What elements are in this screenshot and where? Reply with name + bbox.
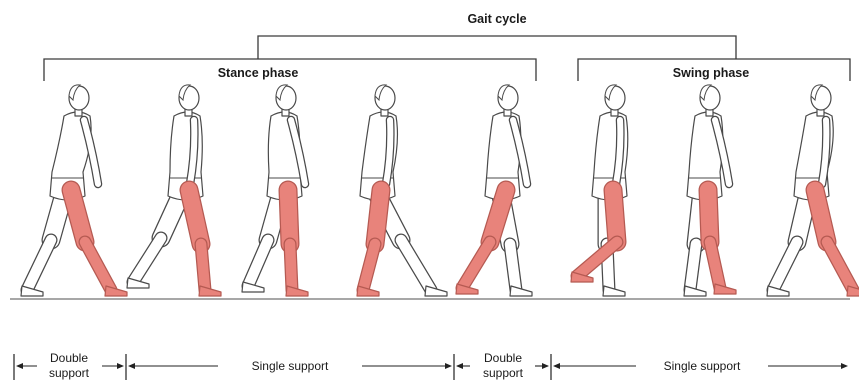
stance-phase-bracket: Stance phase <box>43 58 537 82</box>
support-leg-foot <box>20 285 44 297</box>
highlighted-leg-thigh <box>604 181 626 251</box>
arm <box>288 117 308 187</box>
support-segment-1: Double support <box>16 351 124 380</box>
arm <box>613 117 624 187</box>
support-segment-4: Single support <box>553 359 848 373</box>
support-segment-3: Double support <box>456 351 549 380</box>
highlighted-leg-foot <box>356 285 380 297</box>
support-leg-foot <box>126 277 150 289</box>
arm <box>187 117 198 187</box>
hair <box>699 84 713 102</box>
highlighted-leg-thigh <box>62 181 94 251</box>
support-leg-foot <box>509 285 533 297</box>
arm <box>712 117 732 187</box>
support-1-line2: support <box>49 366 90 380</box>
support-1-line1: Double <box>50 351 88 365</box>
arm <box>81 117 101 187</box>
highlighted-leg-foot <box>285 285 309 297</box>
highlighted-leg-thigh <box>180 181 210 253</box>
support-leg-foot <box>241 281 265 293</box>
support-timeline: Double support Single support Double sup… <box>13 351 848 380</box>
swing-phase-label: Swing phase <box>673 66 749 80</box>
highlighted-leg-thigh <box>806 181 836 251</box>
highlighted-leg-shin <box>704 236 726 294</box>
support-leg-foot <box>766 285 790 297</box>
highlighted-leg-shin <box>821 236 859 296</box>
highlighted-leg-foot <box>846 285 859 297</box>
walking-figures <box>20 84 859 297</box>
support-leg-foot <box>683 285 707 297</box>
hair <box>68 84 82 102</box>
highlighted-leg-thigh <box>699 181 719 251</box>
highlighted-leg-foot <box>198 285 222 297</box>
gait-cycle-bracket: Gait cycle <box>257 12 737 59</box>
walking-figure-5 <box>455 84 533 297</box>
highlighted-leg-foot <box>455 283 479 295</box>
support-leg-shin <box>242 234 274 292</box>
highlighted-leg-foot <box>570 271 594 283</box>
stance-phase-label: Stance phase <box>218 66 299 80</box>
hair <box>497 84 511 102</box>
walking-figure-1 <box>20 84 128 297</box>
highlighted-leg-thigh <box>481 181 515 251</box>
support-leg-shin <box>767 236 803 296</box>
highlighted-leg-shin <box>79 236 117 296</box>
highlighted-leg-shin <box>284 238 298 296</box>
arm <box>383 117 394 187</box>
support-leg-shin <box>395 234 437 296</box>
hair <box>604 84 618 102</box>
highlighted-leg-shin <box>357 238 381 296</box>
support-segment-2: Single support <box>128 359 452 373</box>
walking-figure-8 <box>766 84 859 297</box>
highlighted-leg-thigh <box>279 181 299 253</box>
support-leg-foot <box>424 285 448 297</box>
hair <box>374 84 388 102</box>
gait-cycle-title: Gait cycle <box>467 12 526 26</box>
walking-figure-6 <box>570 84 629 297</box>
support-leg-shin <box>127 232 167 288</box>
hair <box>275 84 289 102</box>
hair <box>178 84 192 102</box>
highlighted-leg-thigh <box>366 181 390 253</box>
arm <box>510 117 530 187</box>
walking-figure-7 <box>683 84 737 297</box>
highlighted-leg-shin <box>456 236 496 294</box>
highlighted-leg-foot <box>104 285 128 297</box>
support-3-line2: support <box>483 366 524 380</box>
support-4-label: Single support <box>664 359 741 373</box>
swing-phase-bracket: Swing phase <box>577 58 851 81</box>
highlighted-leg-foot <box>713 283 737 295</box>
support-leg-shin <box>684 238 702 296</box>
support-leg-foot <box>602 285 626 297</box>
walking-figure-2 <box>126 84 222 297</box>
highlighted-leg-shin <box>571 236 623 282</box>
support-2-label: Single support <box>252 359 329 373</box>
walking-figure-4 <box>356 84 448 297</box>
support-3-line1: Double <box>484 351 522 365</box>
walking-figure-3 <box>241 84 310 297</box>
support-leg-shin <box>504 238 522 296</box>
hair <box>810 84 824 102</box>
support-leg-shin <box>21 234 57 296</box>
highlighted-leg-shin <box>195 238 211 296</box>
arm <box>819 117 830 187</box>
